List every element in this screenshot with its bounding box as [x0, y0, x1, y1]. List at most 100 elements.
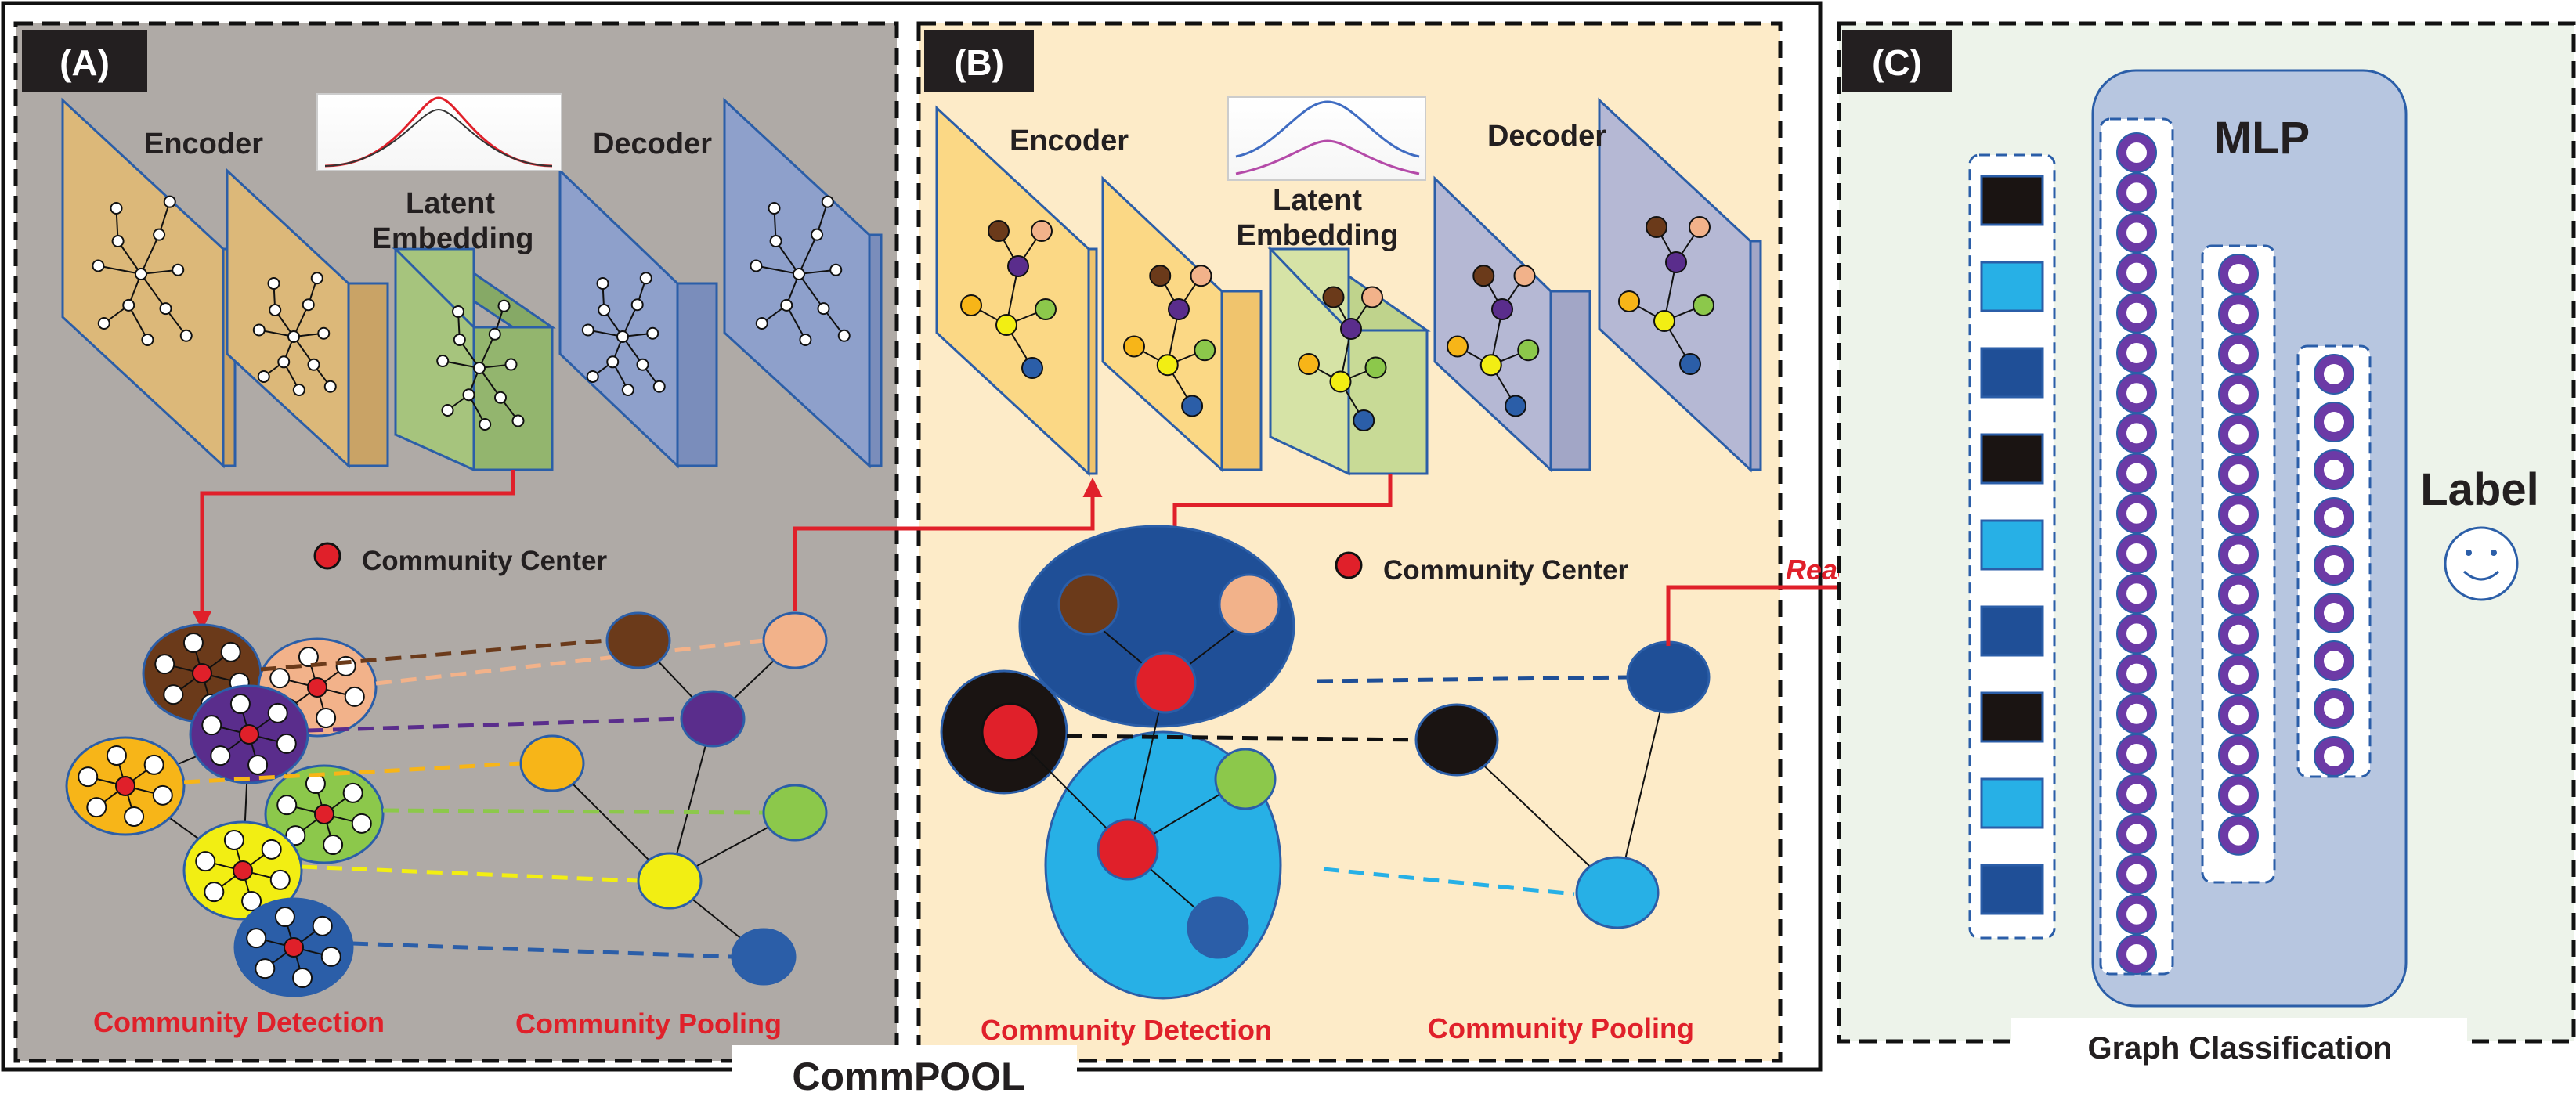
b-dec1-node — [1513, 265, 1536, 287]
a-enc1-edge — [98, 265, 142, 275]
a-community-center — [233, 860, 253, 881]
a-pooled-node-brown — [605, 611, 671, 669]
a-member-node — [182, 632, 204, 653]
b-dec1-node — [1505, 395, 1527, 417]
b-enc2-node — [1156, 354, 1179, 377]
a-pool-dash — [260, 638, 608, 672]
a-enc1-node — [92, 259, 105, 272]
readout-cell — [1980, 433, 2044, 485]
a-dec2-node — [821, 195, 834, 208]
a-dec1-node — [646, 326, 659, 340]
a-enc1-node — [163, 195, 176, 208]
mlp-layer-2-neuron-hole — [2228, 784, 2249, 806]
mlp-layer-2-neuron-hole — [2228, 384, 2249, 405]
decoder-plane-2 — [723, 97, 883, 469]
panel-a: (A) Encoder Decoder Latent Embedding — [13, 21, 899, 1063]
a-pool-dash — [301, 864, 639, 883]
mlp-neurons — [2116, 132, 2354, 975]
a-latent-node — [497, 299, 511, 312]
b-latent-node — [1322, 286, 1345, 308]
a-pooled-node-yellow — [637, 852, 703, 910]
a-dec1-node — [598, 304, 611, 316]
a-pool-dash — [375, 638, 764, 686]
a-dec2-node — [799, 334, 812, 346]
mlp-layer-2-neuron-hole — [2228, 544, 2249, 565]
a-latent-node — [504, 358, 518, 371]
a-latent-node — [441, 404, 454, 417]
community-pooling-a — [183, 611, 828, 986]
a-dec2-node — [750, 259, 763, 272]
mlp-layer-2-neuron-hole — [2228, 665, 2249, 685]
community-detection-label-a: Community Detection — [93, 1006, 385, 1038]
a-dec2-edge — [798, 273, 825, 309]
panel-c: (C) MLP Label Graph Classification — [1837, 21, 2576, 1073]
a-enc1-node — [153, 228, 166, 241]
latent-label-a-2: Embedding — [372, 222, 534, 255]
a-enc1-node — [135, 268, 147, 280]
mlp-layer-2-neuron-hole — [2228, 705, 2249, 726]
a-dec2-edge — [756, 265, 800, 275]
a-dec2-node — [811, 228, 824, 241]
a-member-node — [223, 829, 244, 850]
mlp-layer-2-neuron-hole — [2228, 304, 2249, 325]
a-enc2-node — [277, 355, 291, 369]
b-enc2-node — [1123, 335, 1145, 358]
a-enc2-node — [269, 304, 282, 316]
a-dec1-node — [621, 384, 634, 396]
a-enc1-edge — [128, 305, 149, 341]
mlp-layer-3-neuron-hole — [2324, 651, 2344, 671]
a-latent-node — [488, 327, 501, 341]
a-member-node — [276, 795, 298, 816]
mlp-layer-2-neuron-hole — [2228, 504, 2249, 525]
decoder-label-b: Decoder — [1487, 120, 1606, 153]
b-enc2-node — [1190, 265, 1212, 287]
b-member-node — [1218, 573, 1281, 636]
a-dec2-node — [769, 235, 782, 247]
mlp-layer-1-neuron-hole — [2126, 503, 2147, 524]
panel-b: (B) Encoder Decoder Latent Embedding — [793, 21, 1970, 1063]
a-member-node — [78, 766, 99, 788]
b-dec1-node — [1491, 298, 1513, 320]
a-latent-node — [473, 362, 486, 374]
decoder-plane-4 — [1598, 97, 1762, 473]
a-member-node — [269, 668, 291, 689]
mlp-layer-3-neuron-hole — [2324, 460, 2344, 480]
b-pool-dash-cyan — [1323, 867, 1575, 896]
b-pool-edge — [1617, 676, 1669, 893]
encoder-label-b: Encoder — [1010, 124, 1129, 157]
a-latent-node — [462, 388, 475, 402]
smiley-icon — [2444, 526, 2519, 601]
b-enc2-node — [1181, 395, 1204, 417]
a-member-node — [305, 773, 326, 794]
mlp-layer-1-neuron-hole — [2126, 343, 2147, 363]
mlp-layer-1-neuron-hole — [2126, 703, 2147, 724]
a-pooled-node-green — [762, 784, 828, 842]
b-latent-node — [1361, 286, 1383, 308]
plane-graphs-b — [960, 216, 1714, 431]
b-community-center — [1134, 651, 1197, 714]
a-member-node — [246, 928, 267, 949]
a-community-center — [192, 663, 212, 683]
latent-label-b-2: Embedding — [1237, 219, 1399, 252]
b-enc1-node — [988, 220, 1010, 242]
latent-label-a-1: Latent — [406, 187, 495, 220]
a-dec1-node — [581, 323, 594, 337]
a-member-node — [204, 882, 225, 903]
a-pool-dash — [307, 716, 682, 733]
b-dec1-node — [1447, 335, 1469, 358]
a-dec2-node — [829, 263, 843, 276]
mlp-layer-1-neuron-hole — [2126, 262, 2147, 283]
mlp-layer-1-neuron-hole — [2126, 463, 2147, 484]
a-latent-node — [436, 355, 450, 367]
a-dec2-edge — [775, 240, 800, 275]
mlp-layer-1-neuron-hole — [2126, 222, 2147, 243]
a-member-node — [323, 835, 344, 856]
community-pooling-b — [1066, 640, 1711, 929]
readout-cell — [1980, 519, 2044, 571]
b-pool-dash-black — [1066, 734, 1422, 742]
mlp-layer-1-neuron-hole — [2126, 383, 2147, 404]
mlp-layer-1-neuron-hole — [2126, 623, 2147, 644]
a-community-center — [239, 724, 259, 745]
latent-cube-a — [392, 246, 556, 472]
